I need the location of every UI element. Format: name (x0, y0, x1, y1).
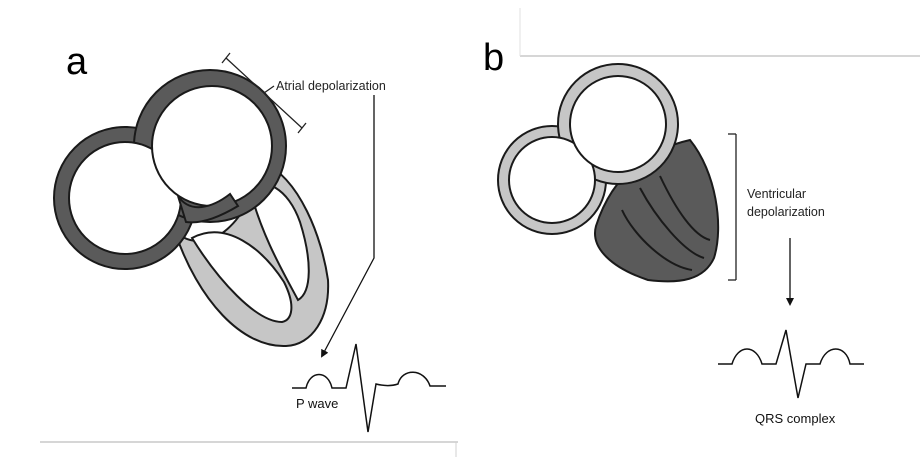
panel-a: a Atrial depolarization (54, 41, 446, 432)
arrow-to-p-wave (322, 95, 374, 356)
panel-b: b Ventricular depolarization QRS complex (483, 37, 864, 426)
ventricular-bracket (728, 134, 736, 280)
heart-diagram-a (54, 70, 328, 346)
ventricular-label-line1: Ventricular (747, 187, 806, 201)
panel-b-letter: b (483, 37, 504, 79)
atrial-depolarization-label: Atrial depolarization (276, 79, 386, 93)
right-atrium-chamber-b (570, 76, 666, 172)
ecg-trace-a (292, 344, 446, 432)
qrs-complex-label: QRS complex (755, 411, 836, 426)
ventricular-label-line2: depolarization (747, 205, 825, 219)
ecg-trace-b (718, 330, 864, 398)
heart-diagram-b (498, 64, 718, 281)
panel-a-letter: a (66, 41, 88, 83)
right-atrium-chamber-a (152, 86, 272, 206)
p-wave-label: P wave (296, 396, 338, 411)
